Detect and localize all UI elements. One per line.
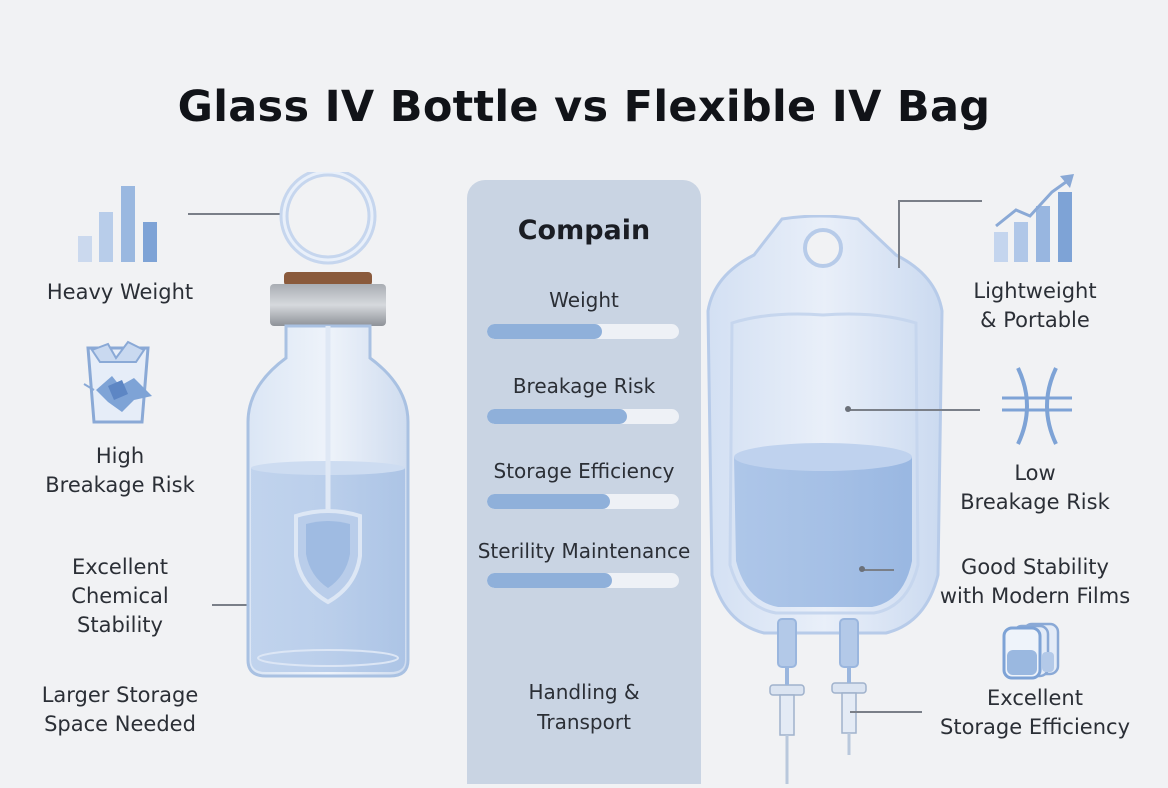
growth-chart-icon bbox=[990, 170, 1080, 264]
lightweight-label-2: & Portable bbox=[980, 308, 1090, 332]
metric-label-breakage: Breakage Risk bbox=[512, 374, 656, 398]
storage-space-label-1: Larger Storage bbox=[41, 683, 199, 707]
storage-space-label-2: Space Needed bbox=[44, 712, 196, 736]
page-title: Glass IV Bottle vs Flexible IV Bag bbox=[177, 82, 991, 132]
panel-title: Compain bbox=[517, 215, 651, 246]
metric-label-storage: Storage Efficiency bbox=[493, 459, 675, 483]
metric-bar-fill bbox=[487, 573, 612, 588]
leader-line bbox=[848, 409, 980, 411]
metric-bar-fill bbox=[487, 494, 610, 509]
metric-bar-sterility bbox=[487, 573, 679, 588]
metric-label-sterility: Sterility Maintenance bbox=[477, 539, 691, 563]
chemical-stability-label-1: Excellent bbox=[72, 555, 168, 579]
low-breakage-label-2: Breakage Risk bbox=[960, 490, 1110, 514]
flexibility-icon bbox=[1000, 364, 1074, 448]
storage-efficiency-label-2: Storage Efficiency bbox=[940, 715, 1130, 739]
broken-glass-icon bbox=[78, 340, 158, 428]
leader-line bbox=[850, 711, 922, 713]
chemical-stability-label-2: Chemical bbox=[71, 584, 169, 608]
chemical-stability-label-3: Stability bbox=[77, 613, 163, 637]
storage-containers-icon bbox=[1002, 620, 1062, 680]
metric-bar-weight bbox=[487, 324, 679, 339]
leader-line bbox=[188, 213, 282, 215]
metric-bar-storage bbox=[487, 494, 679, 509]
metric-bar-fill bbox=[487, 324, 603, 339]
handling-label-2: Transport bbox=[537, 710, 631, 734]
leader-dot bbox=[845, 406, 851, 412]
metric-bar-fill bbox=[487, 409, 628, 424]
storage-efficiency-label-1: Excellent bbox=[987, 686, 1083, 710]
high-breakage-label-1: High bbox=[95, 444, 145, 468]
metric-label-weight: Weight bbox=[549, 288, 619, 312]
bar-chart-icon bbox=[74, 184, 164, 264]
heavy-weight-label: Heavy Weight bbox=[46, 280, 194, 304]
handling-label-1: Handling & bbox=[528, 680, 640, 704]
good-stability-label-1: Good Stability bbox=[961, 555, 1109, 579]
glass-iv-bottle-illustration bbox=[238, 167, 418, 682]
good-stability-label-2: with Modern Films bbox=[939, 584, 1131, 608]
metric-bar-breakage bbox=[487, 409, 679, 424]
leader-line bbox=[898, 200, 982, 202]
leader-line bbox=[862, 569, 894, 571]
lightweight-label-1: Lightweight bbox=[973, 279, 1097, 303]
flexible-iv-bag-illustration bbox=[690, 214, 960, 784]
high-breakage-label-2: Breakage Risk bbox=[45, 473, 195, 497]
leader-line bbox=[898, 200, 900, 268]
low-breakage-label-1: Low bbox=[1014, 461, 1056, 485]
comparison-panel: Compain Weight Breakage Risk Storage Eff… bbox=[467, 180, 701, 784]
leader-dot bbox=[859, 566, 865, 572]
